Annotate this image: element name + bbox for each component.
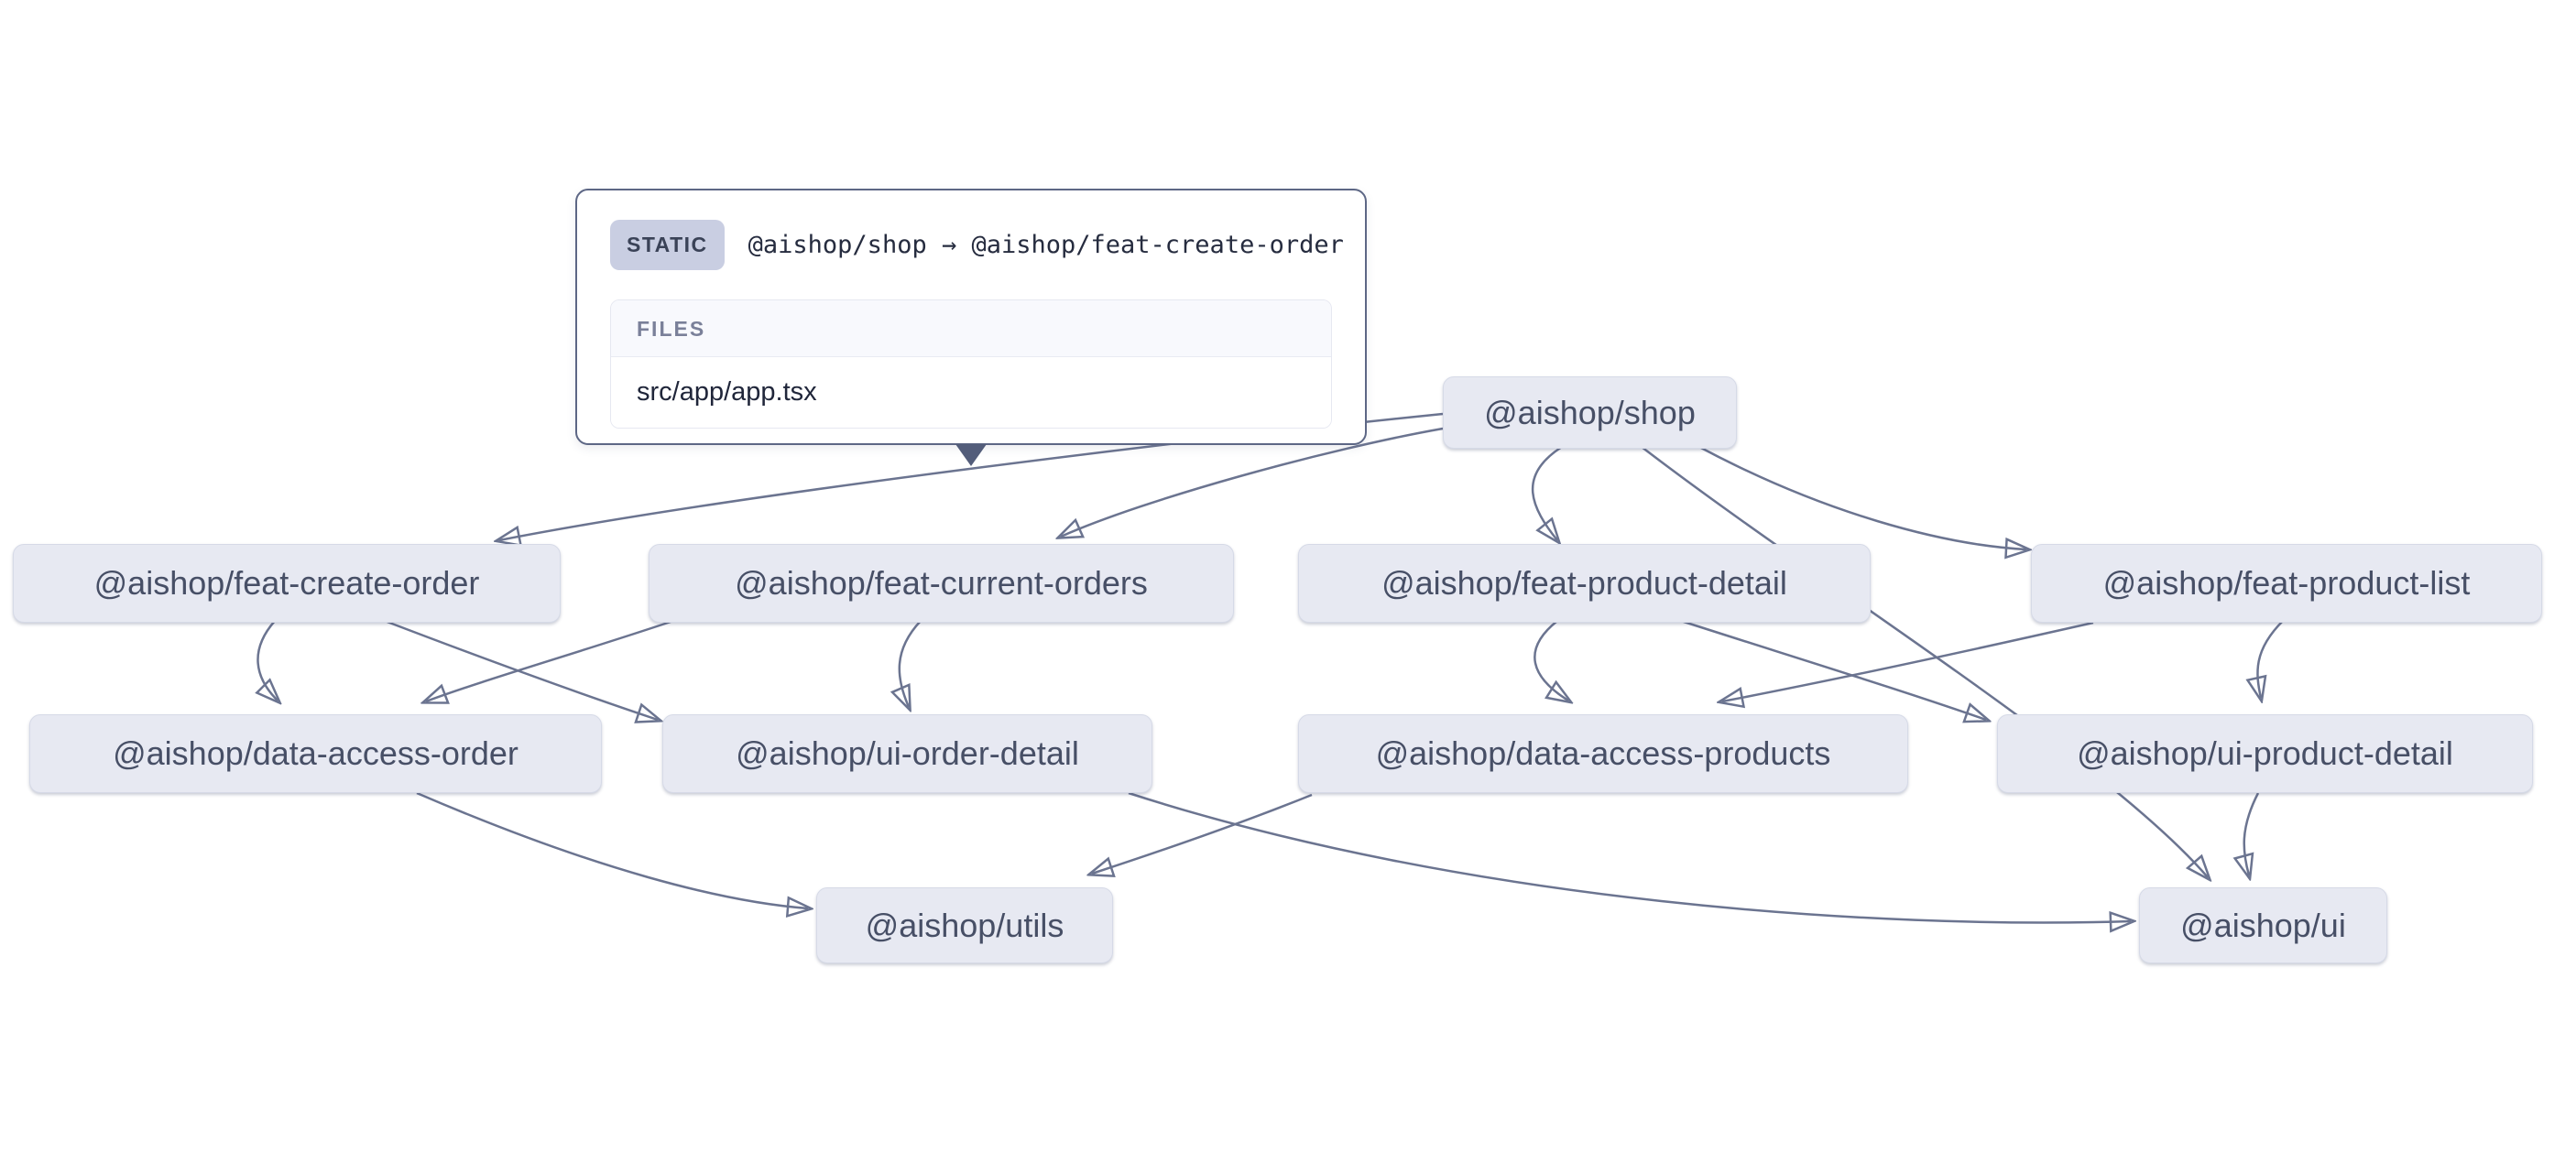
graph-node-label: @aishop/utils: [865, 906, 1064, 944]
graph-node-utils[interactable]: @aishop/utils: [816, 887, 1113, 963]
edge-shop-to-feat-product-detail[interactable]: [1532, 445, 1563, 540]
file-item: src/app/app.tsx: [611, 357, 1331, 428]
edge-feat-current-orders-to-ui-order-detail[interactable]: [900, 620, 922, 707]
edge-tooltip: STATIC @aishop/shop → @aishop/feat-creat…: [575, 189, 1367, 445]
edge-shop-to-feat-product-list[interactable]: [1698, 445, 2026, 549]
graph-node-label: @aishop/data-access-order: [113, 734, 518, 772]
graph-node-ui[interactable]: @aishop/ui: [2139, 887, 2387, 963]
files-heading: FILES: [611, 300, 1331, 357]
graph-node-ui-order-detail[interactable]: @aishop/ui-order-detail: [662, 714, 1152, 793]
files-panel: FILES src/app/app.tsx: [610, 299, 1332, 429]
graph-node-feat-product-detail[interactable]: @aishop/feat-product-detail: [1298, 544, 1871, 623]
graph-node-label: @aishop/ui: [2180, 906, 2346, 944]
tooltip-caret-icon: [955, 444, 987, 466]
edge-shop-to-ui[interactable]: [1641, 446, 2208, 877]
graph-node-label: @aishop/ui-order-detail: [736, 734, 1079, 772]
graph-node-ui-product-detail[interactable]: @aishop/ui-product-detail: [1997, 714, 2533, 793]
graph-node-label: @aishop/feat-create-order: [93, 564, 480, 602]
edge-feat-product-list-to-ui-product-detail[interactable]: [2257, 620, 2284, 698]
graph-node-label: @aishop/feat-product-detail: [1381, 564, 1787, 602]
edge-feat-create-order-to-data-access-order[interactable]: [257, 620, 278, 701]
dependency-type-badge: STATIC: [610, 220, 725, 270]
graph-node-label: @aishop/feat-product-list: [2102, 564, 2471, 602]
edge-data-access-order-to-utils[interactable]: [416, 791, 808, 908]
edge-ui-order-detail-to-ui[interactable]: [1128, 791, 2131, 922]
graph-node-data-access-order[interactable]: @aishop/data-access-order: [29, 714, 602, 793]
edge-feat-current-orders-to-data-access-order[interactable]: [426, 619, 674, 701]
edge-tooltip-header: STATIC @aishop/shop → @aishop/feat-creat…: [610, 220, 1344, 270]
graph-node-feat-current-orders[interactable]: @aishop/feat-current-orders: [649, 544, 1234, 623]
graph-node-label: @aishop/data-access-products: [1375, 734, 1831, 772]
graph-node-label: @aishop/shop: [1484, 393, 1696, 431]
edge-ui-product-detail-to-ui[interactable]: [2244, 792, 2260, 875]
graph-node-label: @aishop/ui-product-detail: [2077, 734, 2453, 772]
graph-node-data-access-products[interactable]: @aishop/data-access-products: [1298, 714, 1908, 793]
edge-feat-product-list-to-data-access-products[interactable]: [1722, 621, 2094, 701]
graph-node-label: @aishop/feat-current-orders: [735, 564, 1148, 602]
edge-feat-product-detail-to-data-access-products[interactable]: [1534, 620, 1568, 701]
edge-shop-to-feat-current-orders[interactable]: [1061, 427, 1444, 537]
edge-feat-product-detail-to-ui-product-detail[interactable]: [1680, 619, 1986, 720]
graph-node-feat-create-order[interactable]: @aishop/feat-create-order: [13, 544, 561, 623]
edge-feat-create-order-to-ui-order-detail[interactable]: [384, 619, 658, 720]
edge-tooltip-title: @aishop/shop → @aishop/feat-create-order: [748, 231, 1344, 259]
graph-node-shop[interactable]: @aishop/shop: [1443, 376, 1737, 449]
graph-node-feat-product-list[interactable]: @aishop/feat-product-list: [2031, 544, 2542, 623]
edge-data-access-products-to-utils[interactable]: [1092, 793, 1313, 874]
